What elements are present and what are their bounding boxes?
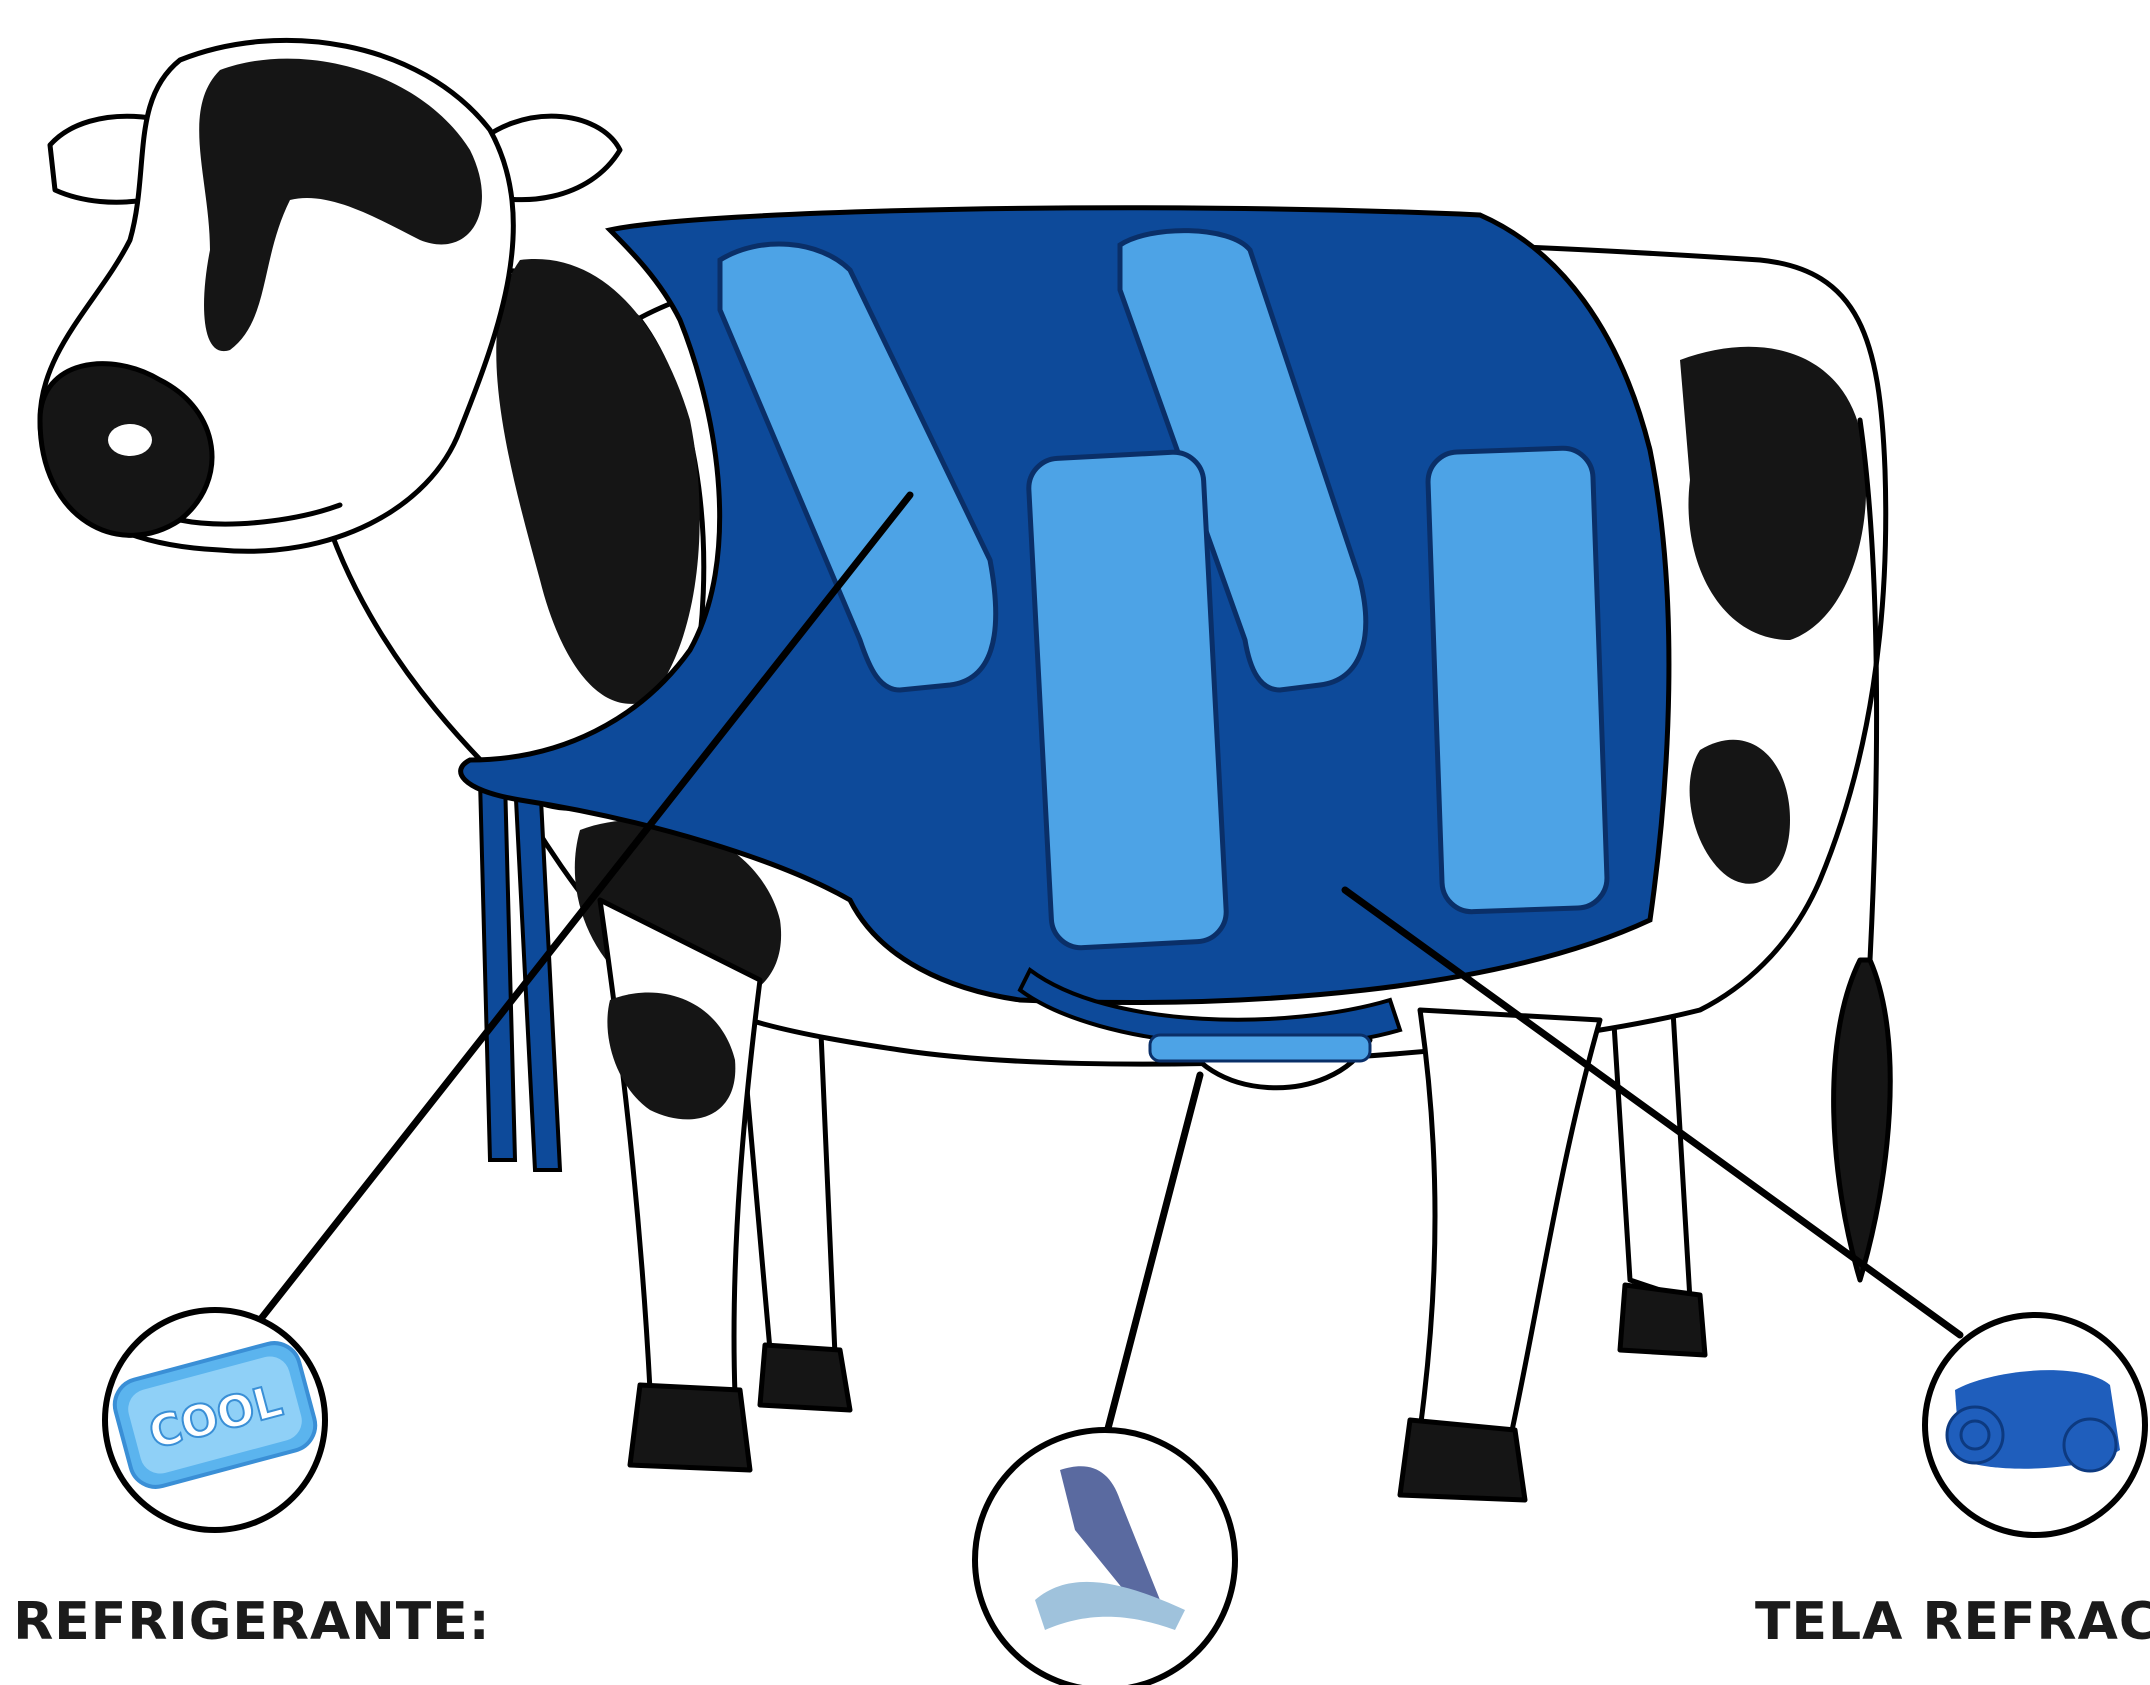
callout-velcro [975, 1430, 1235, 1685]
gel-pack-label: L REFRIGERANTE: [0, 1592, 491, 1652]
cow-far-front-leg [740, 1010, 835, 1355]
callout-fabric [1925, 1315, 2145, 1535]
cow-far-back-hoof [1620, 1285, 1705, 1355]
vest-belly-gel-pack [1150, 1035, 1370, 1061]
cow-front-hoof [630, 1385, 750, 1470]
gel-pack-3 [1027, 451, 1227, 949]
cow-nostril [108, 424, 152, 456]
fabric-roll-icon [1947, 1370, 2120, 1471]
callout-gel-pack: COOL [105, 1310, 325, 1530]
fabric-label: TELA REFRAC [1755, 1592, 2150, 1652]
cow-far-front-hoof [760, 1345, 850, 1410]
callout-line-velcro [1105, 1075, 1200, 1440]
cow-near-back-leg [1420, 1010, 1600, 1440]
cow-near-front-leg [600, 900, 760, 1395]
cow-tail-tuft [1834, 960, 1891, 1280]
cow-back-hoof [1400, 1420, 1525, 1500]
gel-pack-4 [1427, 447, 1608, 912]
